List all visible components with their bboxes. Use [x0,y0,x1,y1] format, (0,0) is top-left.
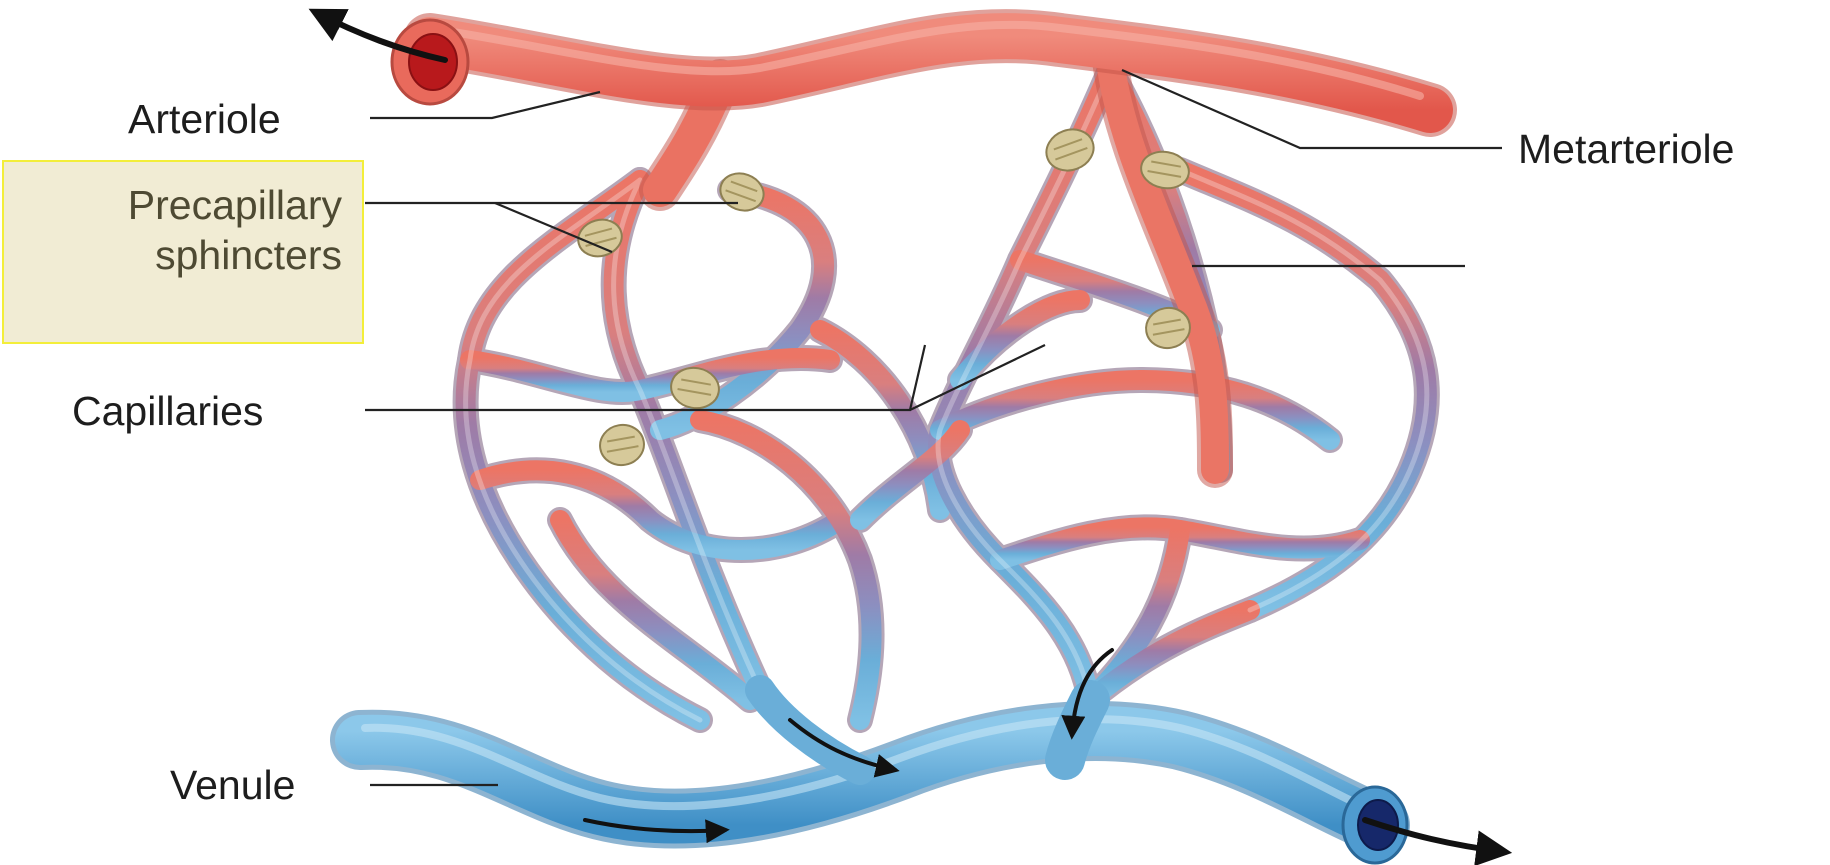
arteriole-vessel [392,20,1430,110]
label-arteriole: Arteriole [128,96,281,142]
capillary-network [466,70,1427,720]
label-metarteriole: Metarteriole [1518,126,1734,172]
leader-arteriole [370,92,600,118]
label-capillaries: Capillaries [72,388,263,434]
label-venule: Venule [170,762,295,808]
sphincter [597,421,647,468]
venule-vessel [360,690,1407,863]
